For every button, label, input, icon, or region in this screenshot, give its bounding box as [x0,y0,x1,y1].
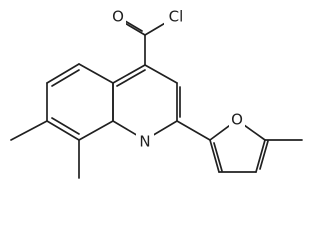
furan-oxygen-label-bg [229,110,245,130]
atom-labels: O Cl N O [110,7,245,151]
bond-lines [10,14,303,179]
carbonyl-oxygen-label-bg [110,7,126,27]
ring-nitrogen-label-bg [136,131,154,151]
chlorine-label: Cl [169,8,184,26]
ring-nitrogen-label: N [139,133,150,151]
chemical-structure-diagram: O Cl N O [10,7,303,179]
chlorine-label-bg [164,7,188,27]
carbonyl-oxygen-label: O [112,8,124,26]
furan-oxygen-label: O [231,111,243,129]
